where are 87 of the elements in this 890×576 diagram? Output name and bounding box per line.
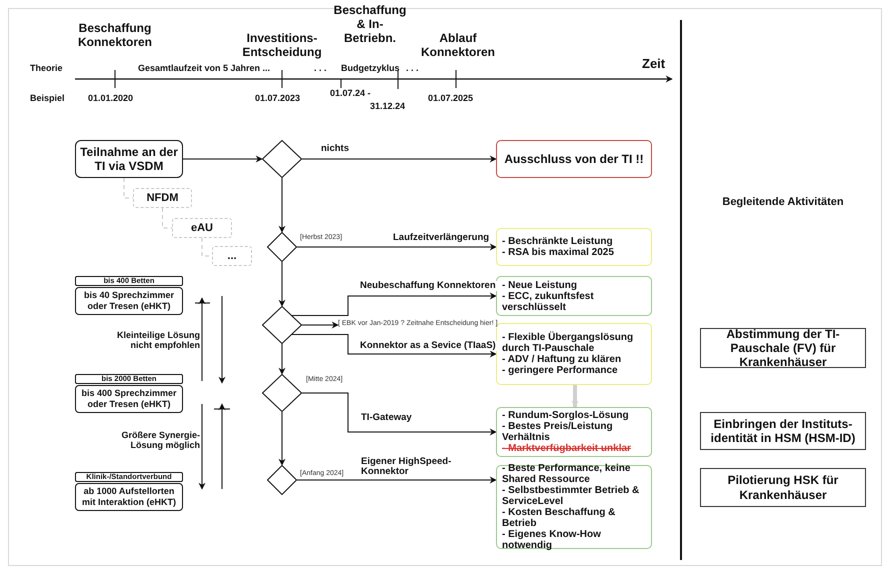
result-box — [496, 228, 652, 266]
column-heading: Begleitende Aktivitäten — [721, 196, 845, 209]
arrow — [572, 385, 578, 408]
bullet-text: - Marktverfügbarkeit unklar — [502, 443, 631, 454]
period-label: Gesamtlaufzeit von 5 Jahren ... — [138, 63, 272, 74]
milestone-label: Ablauf Konnektoren — [420, 32, 496, 60]
arrow — [296, 244, 497, 250]
box-text: Pilotierung HSK für Krankenhäuser — [726, 473, 840, 502]
bullet-text: - Selbstbestimmter Betrieb & ServiceLevel — [502, 485, 640, 507]
decision-diamond — [262, 140, 302, 178]
tag-box — [75, 276, 183, 286]
edge-label: TI-Gateway — [360, 413, 413, 423]
row-label: Theorie — [30, 63, 64, 74]
tag-box — [75, 374, 183, 384]
arrow — [278, 262, 286, 307]
result-box — [496, 323, 652, 385]
date-label: 01.07.24 - — [330, 88, 372, 98]
dashed-box — [212, 246, 252, 266]
arrow — [278, 178, 286, 233]
milestone-label: Beschaffung & In-Betriebn. — [332, 4, 408, 46]
bullet-text: - Beste Performance, keine Shared Ressource — [502, 463, 632, 485]
milestone-label: Investitions-Entscheidung — [241, 32, 323, 60]
result-box — [496, 276, 652, 316]
activity-box — [700, 328, 866, 368]
box-text: ab 1000 Aufstellorten mit Interaktion (eHKT) — [80, 486, 177, 508]
box-text: ... — [227, 250, 237, 262]
box-text: bis 40 Sprechzimmer oder Tresen (eHKT) — [82, 290, 176, 312]
edge-label: nichts — [320, 144, 350, 154]
bullet-text: - Bestes Preis/Leistung Verhältnis — [502, 421, 614, 443]
arrow — [302, 322, 339, 328]
period-label: Budgetzyklus — [341, 63, 401, 74]
arrow — [278, 412, 286, 466]
bullet-text: - Neue Leistung — [502, 280, 578, 290]
date-label: 01.07.2023 — [255, 93, 302, 104]
ellipsis: . . . — [406, 63, 420, 74]
date-label: 31.12.24 — [370, 101, 406, 112]
date-label: 01.07.2025 — [428, 93, 474, 104]
bullet-text: - Eigenes Know-How notwendig — [502, 529, 602, 551]
dashed-box — [133, 188, 192, 208]
activity-box — [700, 412, 866, 450]
ellipsis: . . . — [314, 63, 328, 74]
result-box — [496, 407, 652, 457]
box-text: Ausschluss von der TI !! — [504, 152, 644, 166]
bullet-text: - ADV / Haftung zu klären — [502, 354, 622, 365]
arrow — [302, 156, 497, 162]
note-text: Kleinteilige Lösung nicht empfohlen — [116, 330, 200, 351]
dashed-connector — [162, 208, 172, 228]
dashed-connector — [124, 178, 134, 198]
category-box — [75, 483, 183, 511]
edge-label: Konnektor as a Sevice (TIaaS) — [359, 341, 497, 351]
date-label: 01.01.2020 — [88, 93, 134, 104]
edge-label: Neubeschaffung Konnektoren — [359, 281, 497, 291]
note-text: Größere Synergie-Lösung möglich — [120, 430, 200, 451]
arrow — [292, 292, 497, 316]
milestone-label: Beschaffung Konnektoren — [76, 22, 153, 50]
box-text: NFDM — [146, 192, 178, 204]
bullet-text: - Beschränkte Leistung — [502, 236, 613, 247]
axis-label: Zeit — [642, 57, 666, 72]
arrow — [278, 344, 286, 375]
edge-label: Laufzeitverlängerung — [392, 233, 490, 243]
decision-diamond — [267, 465, 297, 495]
bullet-text: - Kosten Beschaffung & Betrieb — [502, 507, 616, 529]
arrow — [302, 392, 497, 436]
result-box — [496, 140, 652, 178]
arrow — [182, 156, 263, 162]
bullet-text: - ECC, zukunftsfest verschlüsselt — [502, 290, 595, 312]
decision-diamond — [262, 306, 302, 344]
row-label: Beispiel — [30, 93, 66, 104]
decision-diamond — [267, 232, 297, 262]
box-text: Einbringen der Instituts-identität in HSM (HSM-ID) — [710, 416, 856, 446]
tag-box — [75, 472, 183, 482]
decision-diamond — [262, 374, 302, 412]
activity-box — [700, 468, 866, 507]
arrow — [292, 334, 497, 358]
category-box — [75, 287, 183, 315]
dashed-box — [172, 218, 232, 238]
arrow — [296, 476, 497, 484]
bullet-text: - RSA bis maximal 2025 — [502, 247, 614, 258]
bullet-text: - geringere Performance — [502, 365, 618, 376]
bullet-text: - Flexible Übergangslösung durch TI-Pauschale — [502, 332, 634, 354]
box-text: bis 400 Sprechzimmer oder Tresen (eHKT) — [80, 388, 178, 410]
box-text: Teilnahme an der TI via VSDM — [79, 144, 179, 174]
category-box — [75, 385, 183, 413]
box-text: Abstimmung der TI-Pauschale (FV) für Krankenhäuser — [725, 326, 841, 370]
box-text: eAU — [190, 222, 213, 234]
bullet-text: - Rundum-Sorglos-Lösung — [502, 410, 629, 421]
result-box — [496, 465, 652, 549]
